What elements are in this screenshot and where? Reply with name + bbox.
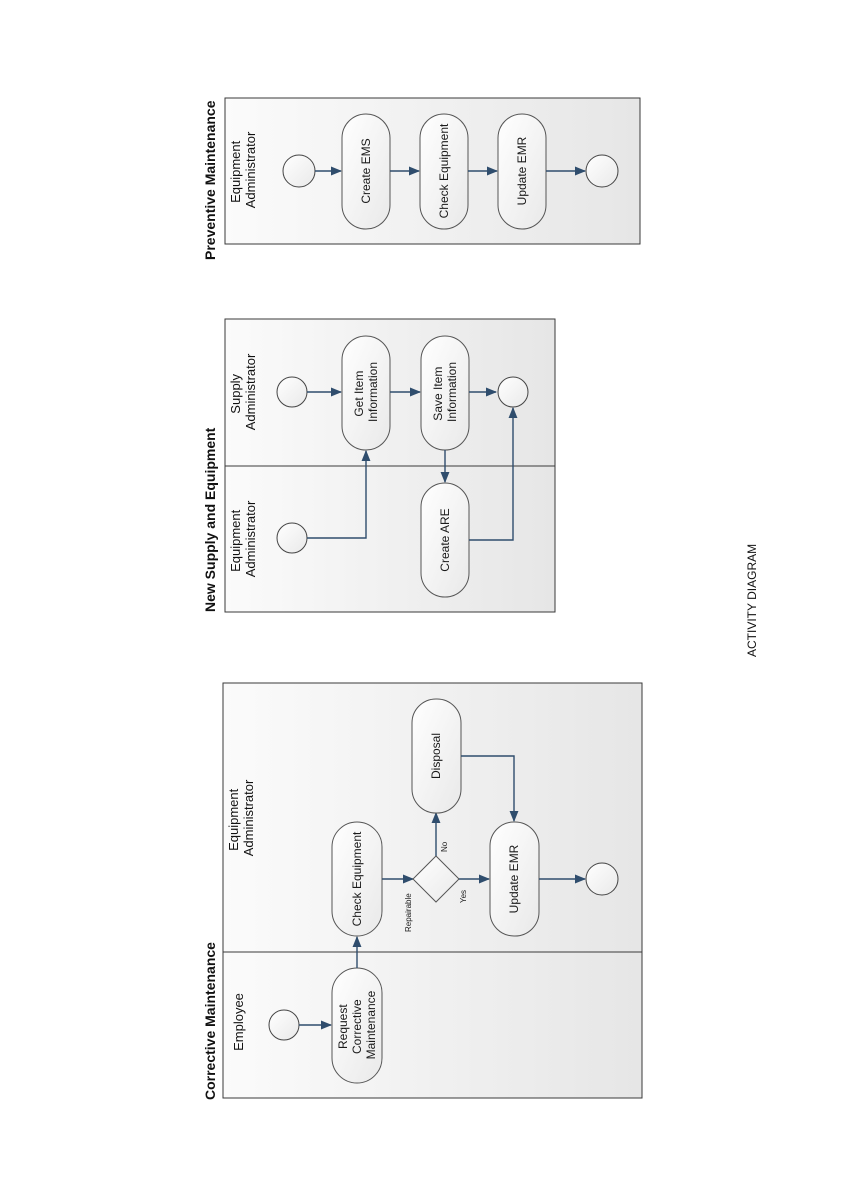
supply-pool-title: New Supply and Equipment [202,427,218,612]
supply-lane-label-supply: Supply Administrator [228,353,258,430]
corrective-action-request-label: Request Corrective Maintenance [336,990,378,1059]
supply-edge-equip-start-to-get [307,449,371,539]
supply-save-item-line1: Save Item [431,367,445,421]
supply-action-save-item-label: Save Item Information [431,362,459,422]
supply-lane-equipment-line2: Administrator [243,500,258,577]
corrective-edge-disposal-to-update [461,755,519,823]
supply-lane-supply-line1: Supply [228,373,243,413]
corrective-request-line3: Maintenance [364,990,378,1059]
supply-get-item-line2: Information [366,362,380,422]
corrective-guard-no: No [440,841,449,852]
preventive-maintenance-pool: Preventive Maintenance Equipment Adminis… [202,97,641,260]
diagram-caption: ACTIVITY DIAGRAM [745,544,759,657]
corrective-request-line1: Request [336,1004,350,1049]
corrective-request-line2: Corrective [350,999,364,1054]
preventive-lane-label-line2: Administrator [243,131,258,208]
supply-action-get-item-label: Get Item Information [352,362,380,422]
supply-final-node [497,376,529,408]
supply-action-create-are-label: Create ARE [438,508,452,571]
new-supply-equipment-pool: New Supply and Equipment Supply Administ… [202,318,556,613]
supply-lane-label-equipment: Equipment Administrator [228,500,258,577]
corrective-lane-equipment-line1: Equipment [226,788,241,851]
supply-lane-equipment-line1: Equipment [228,509,243,572]
supply-edge-are-to-final [469,406,518,541]
corrective-final-node [585,862,619,896]
corrective-decision-node [412,855,460,903]
supply-initial-node-supply [276,376,308,408]
supply-get-item-line1: Get Item [352,371,366,417]
corrective-initial-node [268,1009,300,1041]
supply-action-get-item [341,335,391,451]
preventive-final-node [585,154,619,188]
corrective-pool-title: Corrective Maintenance [202,942,218,1100]
preventive-lane-label-line1: Equipment [228,140,243,203]
corrective-action-disposal-label: Disposal [429,733,443,779]
preventive-action-create-ems-label: Create EMS [359,138,373,203]
corrective-lane-label-employee: Employee [231,993,246,1051]
corrective-guard-yes: Yes [459,890,468,903]
corrective-lane-label-equipment: Equipment Administrator [226,779,256,856]
preventive-pool-title: Preventive Maintenance [202,100,218,260]
preventive-action-update-emr-label: Update EMR [515,136,529,205]
supply-lane-supply-line2: Administrator [243,353,258,430]
corrective-action-update-emr-label: Update EMR [507,844,521,913]
corrective-action-check-equipment-label: Check Equipment [350,831,364,926]
preventive-lane-label: Equipment Administrator [228,131,258,208]
supply-initial-node-equipment [276,522,308,554]
preventive-initial-node [282,154,316,188]
corrective-maintenance-pool: Corrective Maintenance Employee Equipmen… [202,682,643,1100]
corrective-lane-equipment-line2: Administrator [241,779,256,856]
supply-save-item-line2: Information [445,362,459,422]
preventive-action-check-equipment-label: Check Equipment [437,123,451,218]
corrective-guard-repairable: Repairable [404,893,413,932]
